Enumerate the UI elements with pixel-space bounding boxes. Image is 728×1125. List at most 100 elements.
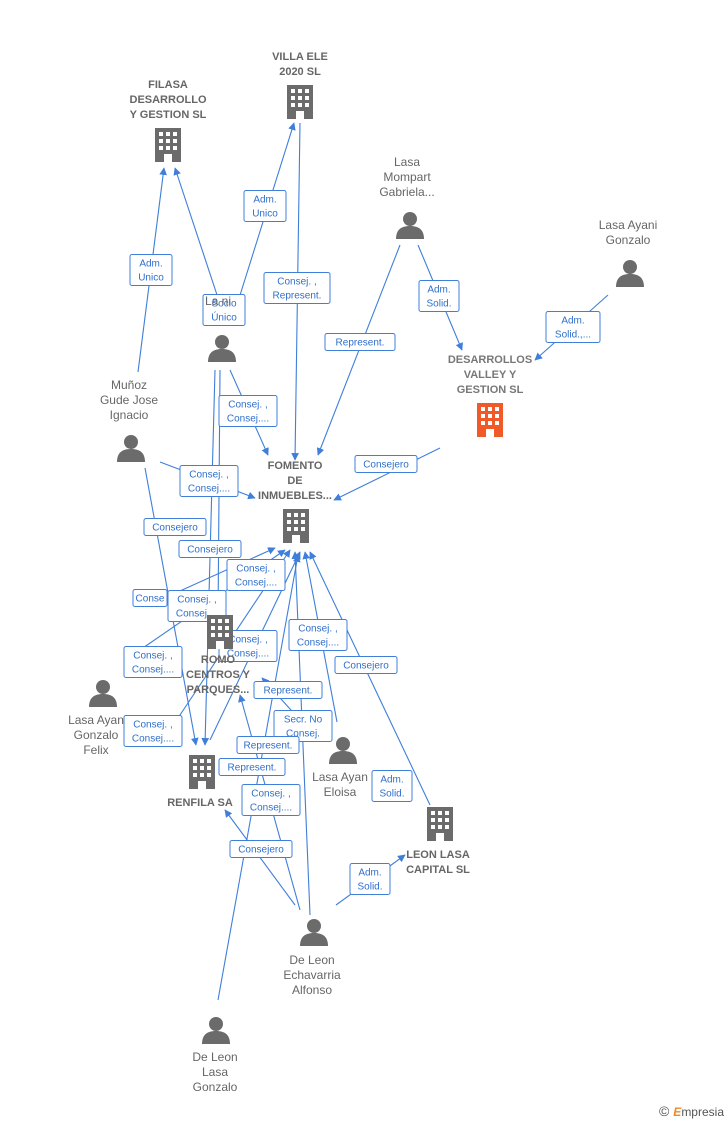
edge-label-text: Represent. (228, 763, 277, 774)
edge-label-box (178, 540, 242, 558)
edge-label-box (218, 395, 278, 427)
person-icon (208, 335, 236, 362)
building-icon (189, 755, 215, 789)
edge-label-box (202, 294, 246, 326)
edge-label-e12[interactable]: Consejero (178, 540, 242, 558)
edge-label-e8[interactable]: Consejero (354, 455, 418, 473)
node-label: De Leon (289, 953, 334, 967)
node-label: Mompart (383, 170, 431, 184)
edge-label-text: Socio (211, 299, 236, 310)
edge-label-box (229, 840, 293, 858)
edge-label-text: Consej. , (228, 400, 267, 411)
person-icon (616, 260, 644, 287)
edge-label-e18[interactable]: Consej. , Consej.... (123, 646, 183, 678)
edge-label-text: Adm. (253, 195, 276, 206)
node-label: Echavarria (283, 968, 341, 982)
edge-label-text: Represent. (264, 686, 313, 697)
edge-label-e28[interactable]: Adm.Solid. (349, 863, 391, 895)
node-label: Muñoz (111, 378, 147, 392)
node-label: LEON LASA (406, 849, 470, 861)
edge-label-e24[interactable]: Represent. (218, 758, 286, 776)
node-label: DESARROLLO (130, 94, 207, 106)
edge-label-e15[interactable]: Consej. ,Consej.... (167, 590, 227, 622)
edge-label-text: Consejero (238, 845, 284, 856)
node-label: Felix (83, 743, 108, 757)
edge-label-e14[interactable]: Conse (132, 589, 168, 607)
building-icon (155, 128, 181, 162)
building-icon (427, 807, 453, 841)
edge-label-e6[interactable]: Adm.Solid. (418, 280, 460, 312)
edge-label-e1[interactable]: Adm.Unico (129, 254, 173, 286)
edge-label-text: Adm. (427, 285, 450, 296)
node-label: Gonzalo (193, 1080, 238, 1094)
edge-label-e21[interactable]: Consej. ,Consej.... (123, 715, 183, 747)
edge-label-e13[interactable]: Consej. ,Consej.... (226, 559, 286, 591)
edge-label-text: Consej.... (235, 578, 277, 589)
edge-label-e4[interactable]: Consej. ,Represent. (263, 272, 331, 304)
node-villa[interactable]: VILLA ELE 2020 SL (272, 51, 328, 119)
node-label: Lasa Ayan (68, 713, 124, 727)
edge-label-e19[interactable]: Consejero (334, 656, 398, 674)
edge-label-box (288, 619, 348, 651)
node-renfila[interactable]: RENFILA SA (167, 755, 233, 809)
edge-label-box (179, 465, 239, 497)
node-label: 2020 SL (279, 66, 321, 78)
edge-label-text: Consej. , (133, 651, 172, 662)
node-fomento[interactable]: FOMENTODEINMUEBLES... (258, 460, 332, 543)
building-icon (287, 85, 313, 119)
edge-label-text: Consej.... (188, 484, 230, 495)
node-la_ni[interactable]: La ni (205, 294, 236, 362)
edge-label-text: Consej. , (298, 624, 337, 635)
edge-label-text: Adm. (358, 868, 381, 879)
node-label: De Leon (192, 1050, 237, 1064)
edge-label-e2[interactable]: Adm.Unico (243, 190, 287, 222)
edge-label-e26[interactable]: Consej. ,Consej.... (241, 784, 301, 816)
building-icon (283, 509, 309, 543)
edge-label-e20[interactable]: Represent. (253, 681, 323, 699)
edge-label-box (545, 311, 601, 343)
edge-label-e27[interactable]: Consejero (229, 840, 293, 858)
node-lasa_mompart[interactable]: LasaMompartGabriela... (379, 155, 435, 239)
edge-label-box (236, 736, 300, 754)
edge-label-e5[interactable]: Represent. (324, 333, 396, 351)
edge-label-text: Consej.... (132, 665, 174, 676)
person-icon (89, 680, 117, 707)
node-label: VILLA ELE (272, 51, 328, 63)
edge-label-box (418, 280, 460, 312)
edge-label-e16[interactable]: Consej. ,Consej.... (218, 630, 278, 662)
edge-label-e9[interactable]: Consej. ,Consej.... (218, 395, 278, 427)
edge-label-e10[interactable]: Consej. ,Consej.... (179, 465, 239, 497)
node-label: Lasa Ayan (312, 770, 368, 784)
edge-label-text: Represent. (244, 741, 293, 752)
edge-label-text: Consejero (152, 523, 198, 534)
node-label: Ignacio (110, 408, 149, 422)
edge-label-text: Represent. (336, 338, 385, 349)
edge-label-text: Consej.... (297, 638, 339, 649)
edge-label-text: Consejero (363, 460, 409, 471)
edge-label-text: Secr. No (284, 715, 323, 726)
edge-label-text: Adm. (561, 316, 584, 327)
node-label: Lasa Ayani (599, 218, 658, 232)
edge-label-e25[interactable]: Adm.Solid. (371, 770, 413, 802)
node-label: FOMENTO (268, 460, 323, 472)
edge-label-e11[interactable]: Consejero (143, 518, 207, 536)
edge-label-e7[interactable]: Adm.Solid.,... (545, 311, 601, 343)
edge-label-text: Consej.... (176, 609, 218, 620)
edge-label-e23[interactable]: Represent. (236, 736, 300, 754)
edge-label-text: Adm. (139, 259, 162, 270)
edge-label-text: Consej. , (133, 720, 172, 731)
edge-label-e17[interactable]: Consej. , Consej.... (288, 619, 348, 651)
